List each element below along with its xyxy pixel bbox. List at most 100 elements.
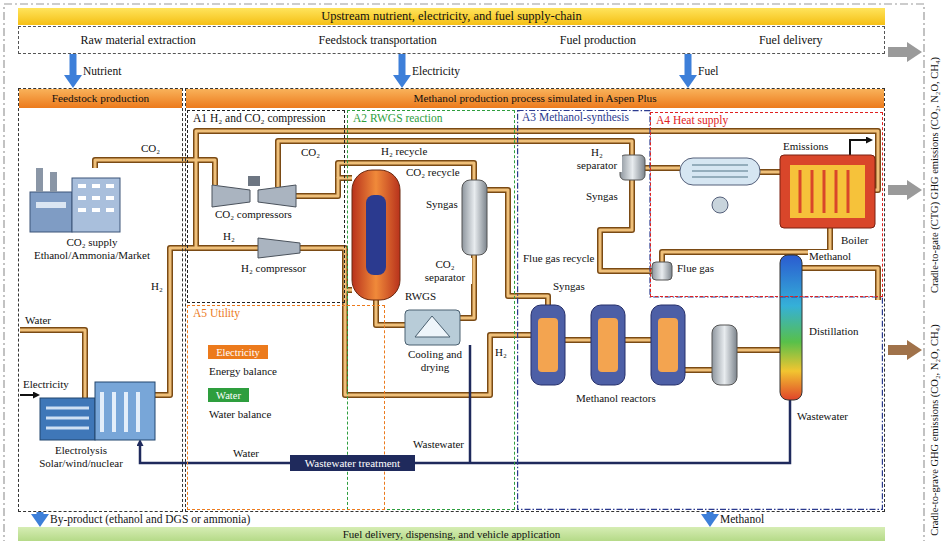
stream-label: Emissions <box>782 140 829 153</box>
pipe <box>20 330 85 398</box>
electricity-tag: Electricity <box>208 345 268 359</box>
methanol-reactor <box>531 305 565 385</box>
flow-label: Fuel <box>697 65 719 78</box>
box-text: Wastewater treatment <box>302 457 403 470</box>
catalyst-bed <box>658 318 678 372</box>
stream-label: H₂ <box>150 280 164 293</box>
pipe <box>662 228 830 262</box>
box-text: Fuel delivery <box>759 33 823 48</box>
water-tag: Water <box>208 388 249 402</box>
emission-arrow <box>888 180 922 200</box>
chimney <box>36 168 43 192</box>
pipe <box>737 349 780 352</box>
stream-label: Water <box>232 447 260 460</box>
pipe <box>376 300 405 325</box>
stream-label: CO₂ <box>300 146 321 159</box>
box-text: Fuel delivery, dispensing, and vehicle a… <box>343 528 561 540</box>
boundary-label: Cradle-to-gate (CTG) GHG emissions (CO₂,… <box>928 56 941 294</box>
boiler <box>780 155 875 228</box>
flow-arrow <box>685 54 692 75</box>
chimney <box>50 172 57 192</box>
flow-arrow <box>37 512 44 514</box>
area-heading: A2 RWGS reaction <box>351 112 444 125</box>
flow-arrow <box>399 54 406 75</box>
stream-label: Syngas <box>552 280 586 293</box>
pipe <box>196 131 878 248</box>
pipe <box>685 369 712 372</box>
flash-separator <box>712 325 737 385</box>
equipment-label: H₂ separator <box>572 146 622 172</box>
emission-arrow <box>888 340 922 360</box>
stream-label: Syngas <box>425 198 459 211</box>
wastewater-treatment-box: Wastewater treatment <box>290 455 415 471</box>
flow-label: By-product (ethanol and DGS or ammonia) <box>49 513 251 526</box>
pipe <box>376 300 405 325</box>
area-heading: A4 Heat supply <box>654 114 730 127</box>
area-outline <box>518 111 883 510</box>
balance-label: Water balance <box>208 408 272 421</box>
methanol-reactor <box>651 305 685 385</box>
emission-arrow <box>850 140 866 155</box>
life-cycle-stage-box: Raw material extraction Feedstock transpo… <box>18 26 885 54</box>
electrolyser-detail <box>46 408 89 428</box>
stream-label: Wastewater <box>412 438 465 451</box>
pipe <box>196 131 878 248</box>
box-text: Electricity <box>213 346 263 359</box>
plant-windows <box>78 186 114 210</box>
pipe <box>296 178 352 196</box>
equipment-label: Methanol reactors <box>575 392 657 405</box>
exchanger-tubes <box>692 165 748 177</box>
equipment-label: Boiler <box>840 234 870 247</box>
equipment-label: CO₂ supply Ethanol/Ammonia/Market <box>22 236 162 262</box>
system-boundary <box>4 4 924 541</box>
stream-label: H₂ <box>494 346 508 359</box>
stream-label: CO₂ <box>140 142 161 155</box>
stream-label: Wastewater <box>796 410 849 423</box>
plant-building <box>72 178 120 232</box>
emission-arrow <box>888 42 922 62</box>
box-text: Raw material extraction <box>80 33 195 48</box>
stream-label: Methanol <box>808 250 852 263</box>
reactor-core <box>366 195 386 275</box>
area-heading: A3 Methanol-synthesis <box>520 111 631 124</box>
stream-label: H₂ recycle <box>380 145 428 158</box>
heat-exchanger <box>680 158 760 185</box>
pipe <box>802 268 878 300</box>
catalyst-bed <box>598 318 618 372</box>
stream-label: Syngas <box>585 190 619 203</box>
equipment-label: CO₂ compressors <box>214 208 293 221</box>
wastewater-line <box>469 345 472 463</box>
equipment-label: CO₂ separator <box>418 258 472 284</box>
distillation-column <box>780 255 802 400</box>
pipe <box>685 367 712 373</box>
pipe <box>296 178 352 196</box>
pipe <box>737 347 780 353</box>
equipment-label: Distillation <box>808 325 860 338</box>
balance-label: Energy balance <box>208 365 278 378</box>
boiler-tubes <box>800 170 848 213</box>
box-text: Feedstock transportation <box>319 33 437 48</box>
pipe <box>20 330 85 398</box>
area-heading: A1 H₂ and CO₂ compression <box>191 112 328 125</box>
flow-label: Nutrient <box>82 65 122 78</box>
region-header: Feedstock production <box>19 89 182 108</box>
cooler-dryer <box>405 310 460 345</box>
cooler-detail <box>415 316 450 337</box>
plant-detail <box>36 202 66 208</box>
compressor-symbol <box>258 185 296 207</box>
electrolyser-stack <box>102 392 138 432</box>
stream-label: H₂ <box>222 230 236 243</box>
plant-building <box>30 192 72 232</box>
flow-arrow <box>707 512 714 514</box>
box-text: Upstream nutrient, electricity, and fuel… <box>321 9 582 24</box>
flow-label: Methanol <box>719 513 765 526</box>
methanol-process-region: Methanol production process simulated in… <box>185 88 885 512</box>
supply-chain-band: Upstream nutrient, electricity, and fuel… <box>18 8 885 25</box>
stream-label: CO₂ recycle <box>405 166 461 179</box>
methanol-reactor <box>591 305 625 385</box>
stream-label: Flue gas recycle <box>522 252 595 265</box>
region-header: Methanol production process simulated in… <box>186 89 884 108</box>
